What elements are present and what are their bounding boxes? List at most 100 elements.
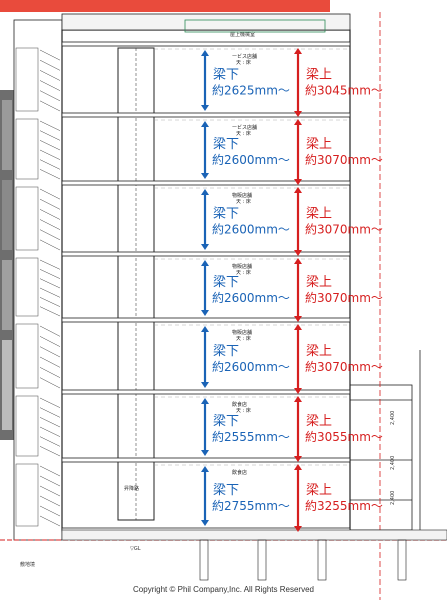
stair-tread <box>39 259 61 270</box>
stair-tread <box>39 485 61 497</box>
below-beam-label: 梁下 <box>213 275 239 290</box>
arrow-head-icon <box>294 48 302 54</box>
below-beam-label: 梁下 <box>213 137 239 152</box>
stair-tread <box>39 90 61 102</box>
arrow-head-icon <box>201 189 209 195</box>
arrow-head-icon <box>201 450 209 456</box>
balcony-panel <box>15 463 39 527</box>
arrow-head-icon <box>294 258 302 264</box>
floor-slab <box>61 317 351 323</box>
above-beam-value: 約3070mm～ <box>305 222 383 237</box>
above-beam-label: 梁上 <box>306 483 332 498</box>
balcony-panel <box>15 395 39 457</box>
exterior-stair <box>13 19 63 541</box>
below-beam-label: 梁下 <box>213 68 239 83</box>
floor-slab <box>61 41 351 47</box>
arrow-head-icon <box>201 520 209 526</box>
photo-strip <box>0 90 14 440</box>
stair-tread <box>39 446 61 457</box>
stair-tread <box>39 59 61 71</box>
tenant-sub-label: 天 : 床 <box>236 198 251 205</box>
arrow-head-icon <box>294 179 302 185</box>
arrow-head-icon <box>294 396 302 402</box>
balcony-panel <box>15 47 39 112</box>
dim-label: 2,400 <box>390 411 396 425</box>
tenant-label: 飲食店 <box>232 401 247 408</box>
floor-slab <box>61 180 351 186</box>
stair-tread <box>39 495 61 507</box>
balcony-panel <box>15 186 39 251</box>
arrow-head-icon <box>294 250 302 256</box>
arrow-head-icon <box>201 382 209 388</box>
stair-tread <box>39 475 61 487</box>
arrow-head-icon <box>201 121 209 127</box>
balcony-panel <box>15 323 39 389</box>
stair-tread <box>39 149 61 160</box>
stair-tread <box>39 70 61 81</box>
stair-tread <box>39 140 61 151</box>
arrow-head-icon <box>201 326 209 332</box>
dim-label: 2,400 <box>390 491 396 505</box>
above-beam-label: 梁上 <box>306 207 332 222</box>
stair-tread <box>39 269 61 279</box>
stair-tread <box>39 397 61 408</box>
floor-slab <box>61 389 351 395</box>
arrow-head-icon <box>294 456 302 462</box>
stair-tread <box>39 465 61 477</box>
floor-slab <box>61 251 351 257</box>
above-beam-value: 約3055mm～ <box>305 429 383 444</box>
arrow-head-icon <box>294 316 302 322</box>
tenant-label: 飲食店 <box>232 469 247 476</box>
above-beam-value: 約3255mm～ <box>305 498 383 513</box>
below-beam-label: 梁下 <box>213 207 239 222</box>
arrow-head-icon <box>294 526 302 532</box>
stair-tread <box>39 229 61 241</box>
stair-tread <box>39 417 61 428</box>
below-beam-label: 梁下 <box>213 414 239 429</box>
balcony-panel <box>15 118 39 180</box>
title-banner <box>0 0 330 12</box>
arrow-head-icon <box>294 187 302 193</box>
stair-tread <box>39 130 61 141</box>
stair-tread <box>39 209 61 220</box>
stair-tread <box>39 306 61 317</box>
stair-tread <box>39 297 61 307</box>
tenant-label: 物販店舗 <box>232 329 252 336</box>
below-beam-value: 約2600mm～ <box>212 222 290 237</box>
stair-tread <box>39 407 61 418</box>
stair-tread <box>39 336 61 347</box>
dim-label: 2,400 <box>390 456 396 470</box>
stair-tread <box>39 505 61 517</box>
stair-tread <box>39 120 61 131</box>
ground: 敷地境 ▽GL <box>0 529 447 581</box>
tenant-label: 物販店舗 <box>232 263 252 270</box>
stair-tread <box>39 377 61 389</box>
above-beam-value: 約3045mm～ <box>305 83 383 98</box>
stair-tread <box>39 426 61 437</box>
arrow-head-icon <box>201 260 209 266</box>
below-beam-value: 約2755mm～ <box>212 498 290 513</box>
arrow-head-icon <box>201 105 209 111</box>
above-beam-value: 約3070mm～ <box>305 152 383 167</box>
arrow-head-icon <box>201 398 209 404</box>
arrow-head-icon <box>294 464 302 470</box>
stair-tread <box>39 49 61 61</box>
dim-labels: 2,400 2,400 2,400 <box>390 411 396 505</box>
stair-tread <box>39 198 61 210</box>
below-beam-value: 約2600mm～ <box>212 359 290 374</box>
roof: 屋上機械室 <box>61 13 351 38</box>
above-beam-value: 約3070mm～ <box>305 359 383 374</box>
stair-tread <box>39 278 61 289</box>
balcony-panel <box>15 257 39 317</box>
floor-slab <box>61 112 351 118</box>
arrow-head-icon <box>201 466 209 472</box>
arrow-head-icon <box>294 388 302 394</box>
stair-tread <box>39 159 61 170</box>
above-beam-value: 約3070mm～ <box>305 290 383 305</box>
below-beam-value: 約2600mm～ <box>212 152 290 167</box>
stair-tread <box>39 239 61 251</box>
stair-tread <box>39 100 61 112</box>
roof-room-label: 屋上機械室 <box>230 31 255 38</box>
below-beam-value: 約2600mm～ <box>212 290 290 305</box>
